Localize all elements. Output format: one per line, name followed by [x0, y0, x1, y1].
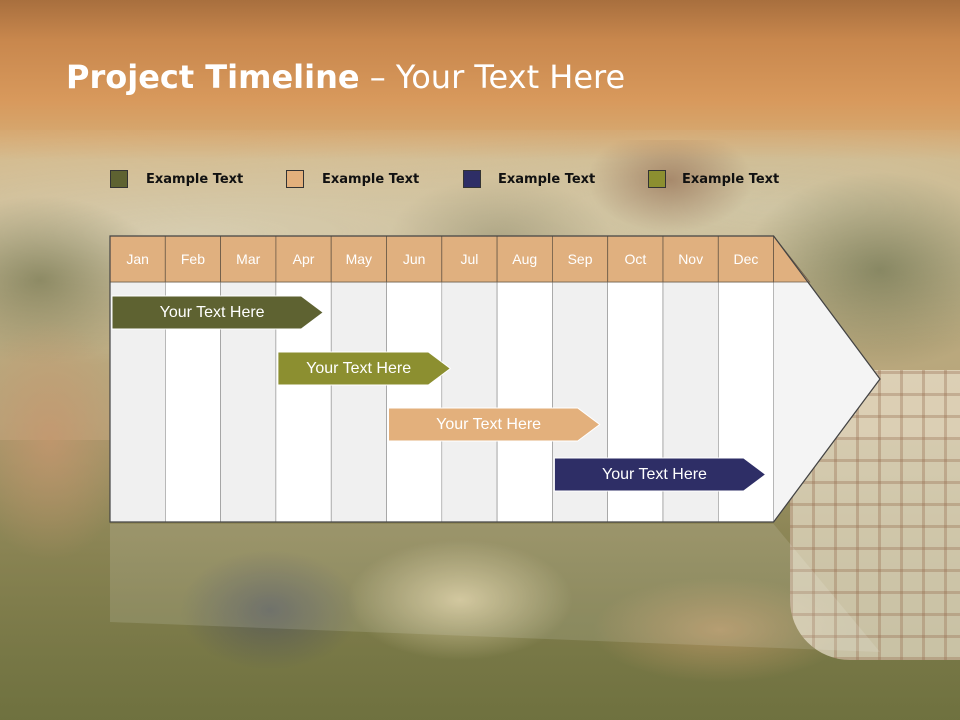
legend-swatch	[648, 170, 666, 188]
month-label: May	[345, 251, 373, 267]
task-label[interactable]: Your Text Here	[159, 304, 265, 321]
task-bar[interactable]	[111, 295, 325, 330]
task-label[interactable]: Your Text Here	[602, 466, 707, 483]
month-label: Feb	[180, 251, 205, 267]
month-header-cell	[330, 235, 387, 283]
task-bar[interactable]	[388, 407, 601, 442]
legend-label: Example Text	[146, 171, 244, 187]
task-bar[interactable]	[553, 457, 767, 492]
legend-item: Example Text	[110, 170, 243, 188]
background-figure-body	[160, 520, 860, 690]
month-label: Apr	[292, 251, 315, 267]
legend-swatch	[286, 170, 304, 188]
month-label: Oct	[624, 251, 647, 267]
title-bold-part: Project Timeline	[66, 58, 360, 96]
month-header-cell	[441, 235, 498, 283]
legend-item: Example Text	[463, 170, 595, 188]
month-label: Nov	[678, 251, 704, 267]
month-header-cell	[220, 235, 277, 283]
month-label: Jun	[402, 251, 426, 267]
month-header-cell	[275, 235, 332, 283]
timeline-frame	[109, 235, 881, 523]
title-rest-part: – Your Text Here	[359, 58, 626, 96]
legend: Example Text Example Text Example Text Exam…	[0, 170, 960, 194]
legend-item: Example Text	[286, 170, 419, 188]
month-column	[386, 281, 443, 523]
task-bar[interactable]	[277, 351, 452, 386]
month-column	[496, 281, 553, 523]
slide-title[interactable]: Project Timeline – Your Text Here	[66, 58, 625, 96]
task-label[interactable]: Your Text Here	[306, 360, 412, 377]
month-label: Jan	[126, 251, 149, 267]
month-label: Jul	[460, 251, 479, 267]
month-label: Dec	[733, 251, 759, 267]
month-header-cell	[386, 235, 443, 283]
task-label[interactable]: Your Text Here	[436, 416, 542, 433]
title-band	[0, 0, 960, 160]
month-label: Mar	[236, 251, 261, 267]
month-header-cell	[109, 235, 166, 283]
month-column	[330, 281, 387, 523]
legend-label: Example Text	[322, 171, 420, 187]
timeline-reflection	[110, 524, 880, 652]
month-column	[441, 281, 498, 523]
legend-swatch	[463, 170, 481, 188]
month-header-cell	[496, 235, 553, 283]
legend-label: Example Text	[682, 171, 780, 187]
legend-label: Example Text	[498, 171, 596, 187]
month-label: Sep	[567, 251, 593, 267]
month-label: Aug	[512, 251, 538, 267]
legend-swatch	[110, 170, 128, 188]
month-header-cell	[552, 235, 609, 283]
legend-item: Example Text	[648, 170, 779, 188]
